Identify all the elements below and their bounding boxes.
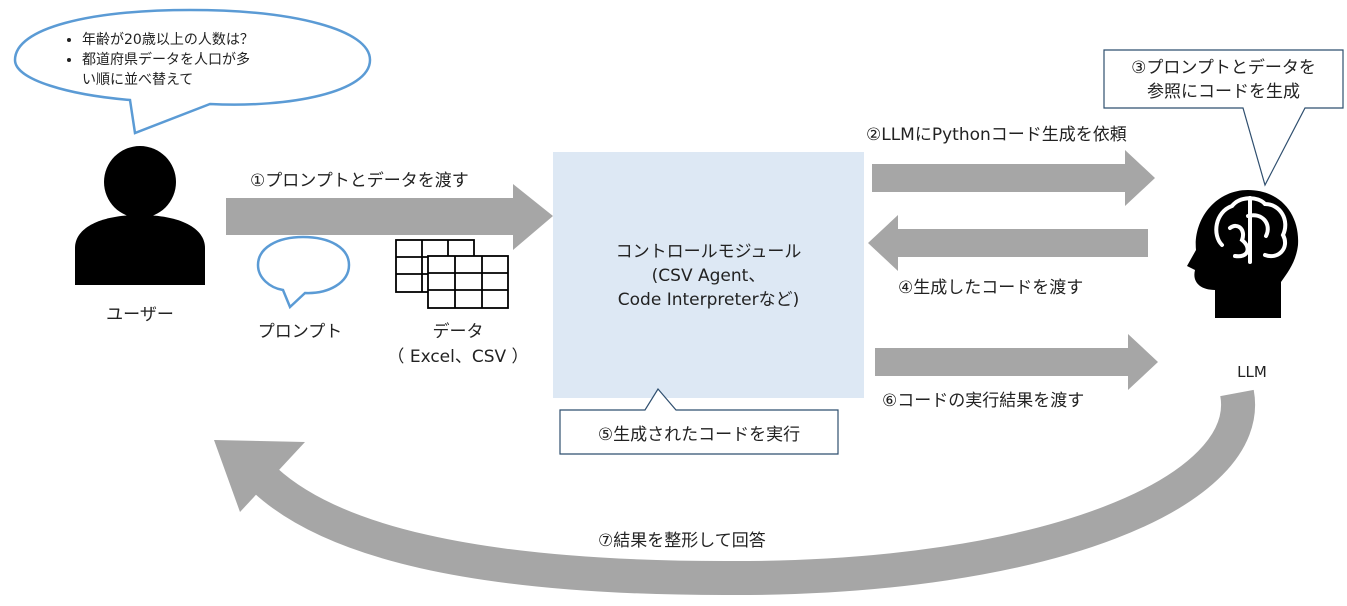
- step6-label: ⑥コードの実行結果を渡す: [882, 391, 1085, 411]
- step4-label: ④生成したコードを渡す: [898, 278, 1084, 298]
- module-title: コントロールモジュール: [615, 242, 802, 262]
- user-icon: [75, 146, 205, 285]
- step7-label: ⑦結果を整形して回答: [598, 531, 766, 551]
- step1-label: ①プロンプトとデータを渡す: [250, 171, 469, 191]
- prompt-bubble-icon: [256, 235, 351, 310]
- arrow-step1: [226, 184, 553, 250]
- arrow-step2: [872, 150, 1155, 206]
- prompt-label: プロンプト: [257, 322, 343, 342]
- data-label: データ: [432, 322, 484, 342]
- llm-head-brain-icon: [1187, 190, 1299, 318]
- llm-label: LLM: [1237, 363, 1267, 381]
- user-speech-bubble: [13, 8, 372, 135]
- user-label: ユーザー: [106, 305, 174, 325]
- data-formats-label: （ Excel、CSV ）: [387, 347, 529, 367]
- arrow-step6: [875, 334, 1158, 390]
- arrow-step4: [868, 215, 1148, 271]
- arrow-step7: [214, 389, 1256, 596]
- step3-callout-box: [1103, 49, 1344, 187]
- step3-line1: ③プロンプトとデータを: [1131, 58, 1316, 78]
- control-module-text: コントロールモジュール (CSV Agent、 Code Interpreter…: [553, 240, 864, 312]
- control-module-box: [553, 152, 864, 398]
- step3-line2: 参照にコードを生成: [1147, 82, 1300, 102]
- module-line3: Code Interpreterなど): [617, 290, 800, 310]
- question-item: 年齢が20歳以上の人数は？: [82, 30, 342, 50]
- module-line2: (CSV Agent、: [651, 266, 766, 286]
- data-grid-icon: [395, 239, 509, 309]
- step5-label: ⑤生成されたコードを実行: [597, 425, 801, 445]
- step5-callout-box: [559, 387, 839, 455]
- step3-label: ③プロンプトとデータを 参照にコードを生成: [1104, 56, 1343, 104]
- step2-label: ②LLMにPythonコード生成を依頼: [866, 125, 1127, 145]
